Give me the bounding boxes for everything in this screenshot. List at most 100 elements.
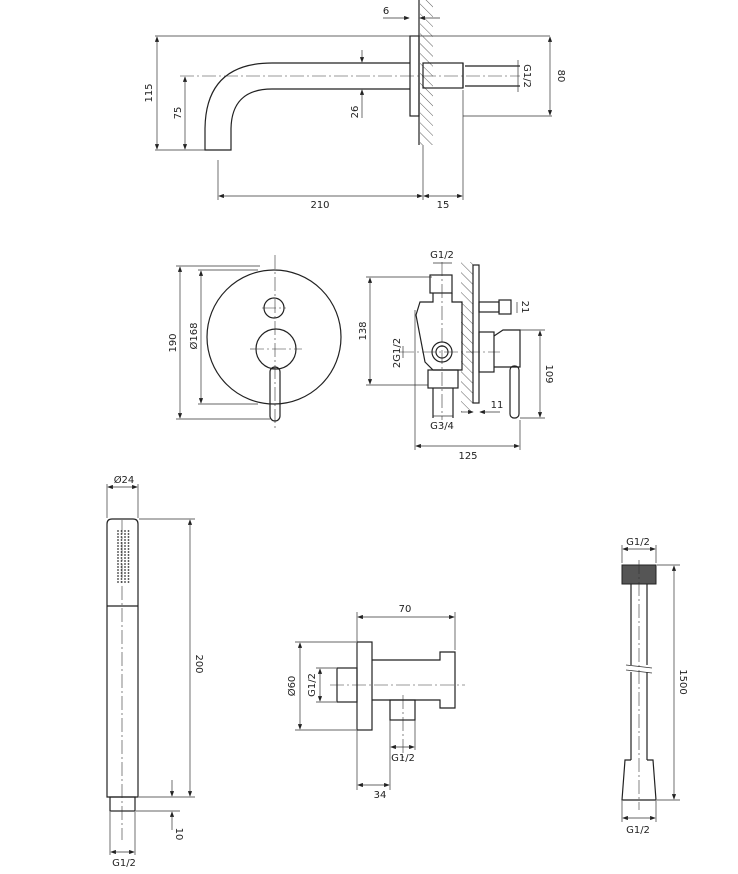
nozzle-dot xyxy=(127,530,130,532)
nozzle-dot xyxy=(117,581,119,583)
dim-210: 210 xyxy=(310,200,329,211)
valve-body xyxy=(415,293,463,371)
nozzle-dot xyxy=(127,557,130,559)
nozzle-dot xyxy=(117,542,119,544)
nozzle-dot xyxy=(124,560,126,562)
nozzle-dot xyxy=(124,533,126,535)
dim-2g12: 2G1/2 xyxy=(392,338,403,368)
dim-80: 80 xyxy=(555,70,566,83)
nozzle-dot xyxy=(120,578,123,580)
outlet-flange xyxy=(356,641,373,731)
nozzle-dot xyxy=(117,536,119,538)
nozzle-dot xyxy=(124,572,126,574)
cover-plate xyxy=(206,269,342,405)
nozzle-dot xyxy=(117,533,119,535)
dim-21: 21 xyxy=(519,301,530,314)
nozzle-dot xyxy=(124,563,126,565)
nozzle-dot xyxy=(124,566,126,568)
nozzle-dot xyxy=(127,563,130,565)
dim-g12-left: G1/2 xyxy=(307,673,318,697)
nozzle-dot xyxy=(117,572,119,574)
nozzle-dot xyxy=(124,554,126,556)
hand-shower-body xyxy=(106,518,139,798)
nozzle-dot xyxy=(124,581,126,583)
dim-138: 138 xyxy=(358,321,369,340)
nozzle-dot xyxy=(127,533,130,535)
nozzle-dot xyxy=(117,548,119,550)
nozzle-dot xyxy=(124,536,126,538)
mixer-side-drawing: 138 2G1/2 G1/2 21 109 11 G3/4 125 xyxy=(358,250,554,462)
spout-pipe xyxy=(204,62,410,151)
dim-26: 26 xyxy=(350,106,361,119)
nozzle-dot xyxy=(127,566,130,568)
hose-drawing: G1/2 1500 G1/2 xyxy=(621,537,688,836)
spray-nozzles xyxy=(117,530,130,583)
dim-g12-bottom: G1/2 xyxy=(626,825,650,836)
dim-top-g12: G1/2 xyxy=(430,250,454,261)
nozzle-dot xyxy=(127,536,130,538)
nozzle-dot xyxy=(127,560,130,562)
dim-70: 70 xyxy=(399,604,412,615)
nozzle-dot xyxy=(120,557,123,559)
dim-g34: G3/4 xyxy=(430,421,454,432)
nozzle-dot xyxy=(117,557,119,559)
wall-outlet-drawing: 70 Ø60 G1/2 G1/2 34 xyxy=(286,604,465,801)
nozzle-dot xyxy=(117,566,119,568)
nozzle-dot xyxy=(124,542,126,544)
dim-115: 115 xyxy=(144,83,155,102)
dim-109: 109 xyxy=(543,364,554,383)
nozzle-dot xyxy=(124,569,126,571)
nozzle-dot xyxy=(124,545,126,547)
dim-60: Ø60 xyxy=(286,676,298,697)
dim-34: 34 xyxy=(374,790,387,801)
dim-g12-bottom: G1/2 xyxy=(391,753,415,764)
wall-hatch xyxy=(420,0,433,145)
dim-200: 200 xyxy=(193,654,204,673)
nozzle-dot xyxy=(117,545,119,547)
nozzle-dot xyxy=(117,530,119,532)
nozzle-dot xyxy=(117,575,119,577)
nozzle-dot xyxy=(124,539,126,541)
dim-190: 190 xyxy=(168,333,179,352)
hand-shower-drawing: Ø24 200 10 G1/2 xyxy=(106,474,204,869)
dim-g12: G1/2 xyxy=(521,64,532,88)
side-lever xyxy=(509,365,520,419)
nozzle-dot xyxy=(127,578,130,580)
outlet-body xyxy=(372,651,456,709)
nozzle-dot xyxy=(120,539,123,541)
spout-drawing: 115 75 26 80 G1/2 6 210 15 xyxy=(144,0,566,211)
dim-10: 10 xyxy=(173,828,184,841)
nozzle-dot xyxy=(127,572,130,574)
nozzle-dot xyxy=(127,554,130,556)
dim-24: Ø24 xyxy=(114,474,135,486)
dim-1500: 1500 xyxy=(677,669,688,694)
dim-g12: G1/2 xyxy=(112,858,136,869)
nozzle-dot xyxy=(124,578,126,580)
nozzle-dot xyxy=(124,548,126,550)
nozzle-dot xyxy=(124,530,126,532)
nozzle-dot xyxy=(127,542,130,544)
nozzle-dot xyxy=(117,551,119,553)
nozzle-dot xyxy=(124,575,126,577)
nozzle-dot xyxy=(127,569,130,571)
dim-168: Ø168 xyxy=(188,323,200,350)
nozzle-dot xyxy=(117,554,119,556)
dim-11: 11 xyxy=(491,400,504,411)
nozzle-dot xyxy=(117,578,119,580)
nozzle-dot xyxy=(127,545,130,547)
nozzle-dot xyxy=(124,551,126,553)
nozzle-dot xyxy=(117,563,119,565)
nozzle-dot xyxy=(127,539,130,541)
dim-15: 15 xyxy=(437,200,450,211)
nozzle-dot xyxy=(127,575,130,577)
hose-nut-bottom xyxy=(621,759,657,801)
dim-g12-top: G1/2 xyxy=(626,537,650,548)
nozzle-dot xyxy=(127,581,130,583)
nozzle-dot xyxy=(117,539,119,541)
nozzle-dot xyxy=(124,557,126,559)
dim-6: 6 xyxy=(383,6,389,17)
nozzle-dot xyxy=(127,551,130,553)
nozzle-dot xyxy=(117,569,119,571)
